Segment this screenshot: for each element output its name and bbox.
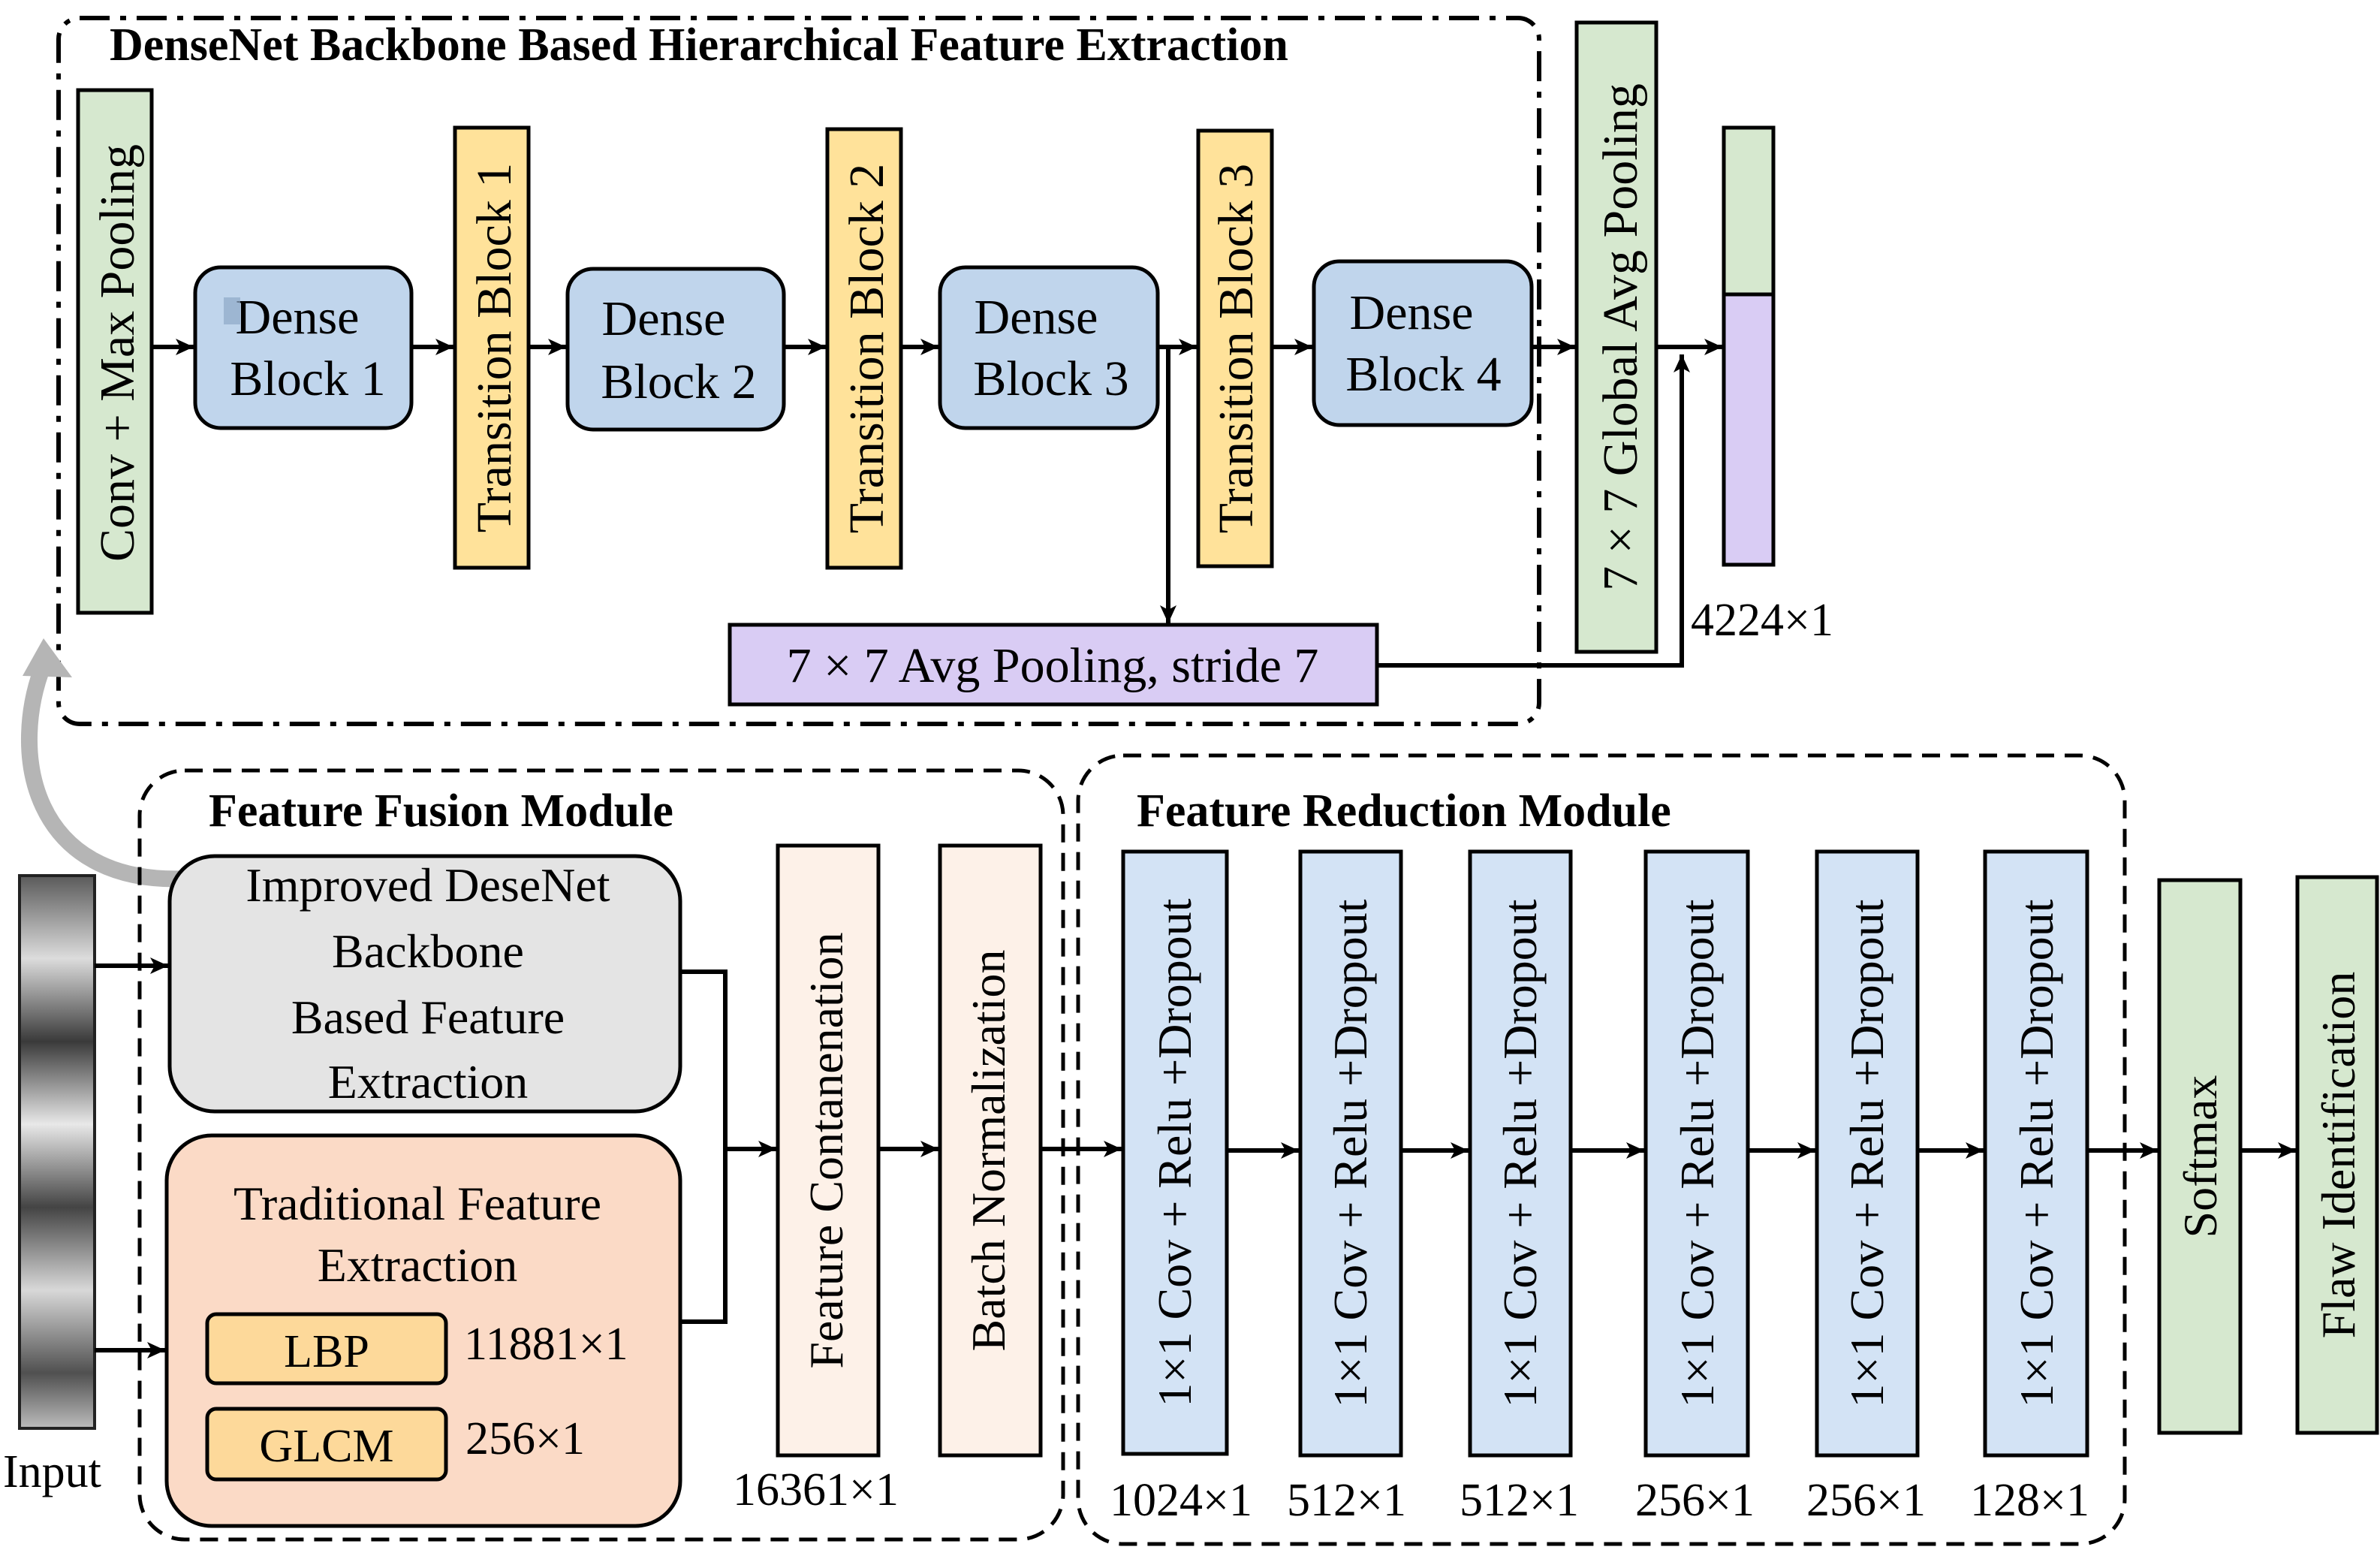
reduction-layer-1 <box>1121 849 1229 1456</box>
backbone-link-arrow <box>20 657 188 888</box>
reduction-layers: 1×1 Cov + Relu +Dropout 1024×1 1×1 Cov +… <box>1110 849 2089 1526</box>
fusion-module-region <box>137 768 1065 1542</box>
feature-concat-block <box>776 843 881 1458</box>
reduction-layer-6 <box>1983 849 2089 1458</box>
reduction-layer-3-dim: 512×1 <box>1460 1475 1579 1526</box>
input-image <box>18 874 96 1430</box>
dense-block-4-line2: Block 4 <box>1345 347 1501 402</box>
cursor-marker <box>224 297 240 324</box>
transition-block-1-label: Transition Block 1 <box>467 163 522 533</box>
reduction-layer-2-label: 1×1 Cov + Relu +Dropout <box>1324 899 1377 1407</box>
reduction-layer-3-label: 1×1 Cov + Relu +Dropout <box>1493 899 1547 1407</box>
flaw-identification-label: Flaw Identification <box>2312 972 2365 1339</box>
dense-block-3-line2: Block 3 <box>973 351 1128 406</box>
improved-line4: Extraction <box>328 1055 529 1108</box>
lbp-dim: 11881×1 <box>464 1319 628 1370</box>
reduction-layer-4-dim: 256×1 <box>1635 1475 1755 1526</box>
softmax-block <box>2157 878 2243 1435</box>
output-vector-green <box>1722 125 1776 297</box>
reduction-layer-2 <box>1298 849 1403 1458</box>
transition-block-3 <box>1196 128 1274 568</box>
reduction-layer-1-dim: 1024×1 <box>1110 1475 1252 1526</box>
dense-block-3-line1: Dense <box>975 290 1098 345</box>
dense-block-1-line2: Block 1 <box>230 351 385 406</box>
dense-block-4 <box>1312 259 1534 427</box>
transition-block-1 <box>453 125 531 570</box>
dense-block-2-line1: Dense <box>602 291 726 346</box>
glcm-dim: 256×1 <box>465 1413 585 1464</box>
avg-pooling-block <box>728 623 1379 707</box>
traditional-line1: Traditional Feature <box>233 1177 601 1230</box>
global-avg-pooling-block <box>1574 20 1658 654</box>
reduction-layer-6-label: 1×1 Cov + Relu +Dropout <box>2010 899 2063 1407</box>
improved-line1: Improved DeseNet <box>246 858 610 912</box>
reduction-layer-3 <box>1468 849 1573 1458</box>
flaw-identification-block <box>2295 875 2379 1435</box>
reduction-layer-5-label: 1×1 Cov + Relu +Dropout <box>1840 899 1893 1407</box>
reduction-layer-4-label: 1×1 Cov + Relu +Dropout <box>1671 899 1724 1407</box>
reduction-layer-5 <box>1815 849 1920 1458</box>
reduction-layer-4 <box>1643 849 1750 1458</box>
global-avg-pooling-label: 7 × 7 Global Avg Pooling <box>1593 83 1648 591</box>
avg-pooling-label: 7 × 7 Avg Pooling, stride 7 <box>787 638 1319 693</box>
reduction-layer-2-dim: 512×1 <box>1287 1475 1406 1526</box>
reduction-layer-6-dim: 128×1 <box>1970 1475 2089 1526</box>
backbone-arrows <box>152 339 1722 668</box>
traditional-line2: Extraction <box>318 1238 518 1292</box>
improved-densenet-box <box>167 854 682 1114</box>
conv-pool-block <box>76 88 154 615</box>
feature-concat-dim: 16361×1 <box>733 1464 899 1515</box>
output-vector-dim: 4224×1 <box>1691 595 1833 646</box>
reduction-layer-1-label: 1×1 Cov + Relu +Dropout <box>1148 898 1201 1407</box>
reduction-layer-5-dim: 256×1 <box>1806 1475 1926 1526</box>
dense-block-4-line1: Dense <box>1350 285 1474 340</box>
transition-block-2-label: Transition Block 2 <box>839 164 894 534</box>
dense-block-1-line1: Dense <box>236 290 360 345</box>
batch-norm-label: Batch Normalization <box>962 950 1015 1352</box>
conv-pool-label: Conv + Max Pooling <box>90 144 145 562</box>
lbp-label: LBP <box>284 1326 369 1377</box>
improved-line3: Based Feature <box>291 991 565 1044</box>
backbone-title: DenseNet Backbone Based Hierarchical Fea… <box>110 20 1288 71</box>
feature-concat-label: Feature Contanenation <box>800 932 853 1368</box>
output-vector-purple <box>1722 292 1776 567</box>
lbp-box <box>205 1312 448 1386</box>
glcm-label: GLCM <box>259 1421 393 1472</box>
reduction-module-title: Feature Reduction Module <box>1137 786 1671 837</box>
softmax-label: Softmax <box>2174 1075 2227 1238</box>
dense-block-2-line2: Block 2 <box>601 354 756 409</box>
fusion-module-title: Feature Fusion Module <box>209 786 673 837</box>
transition-block-3-label: Transition Block 3 <box>1209 164 1264 534</box>
improved-line2: Backbone <box>332 924 524 978</box>
glcm-box <box>205 1407 448 1482</box>
input-label: Input <box>3 1446 101 1497</box>
fusion-arrows <box>95 957 1122 1358</box>
